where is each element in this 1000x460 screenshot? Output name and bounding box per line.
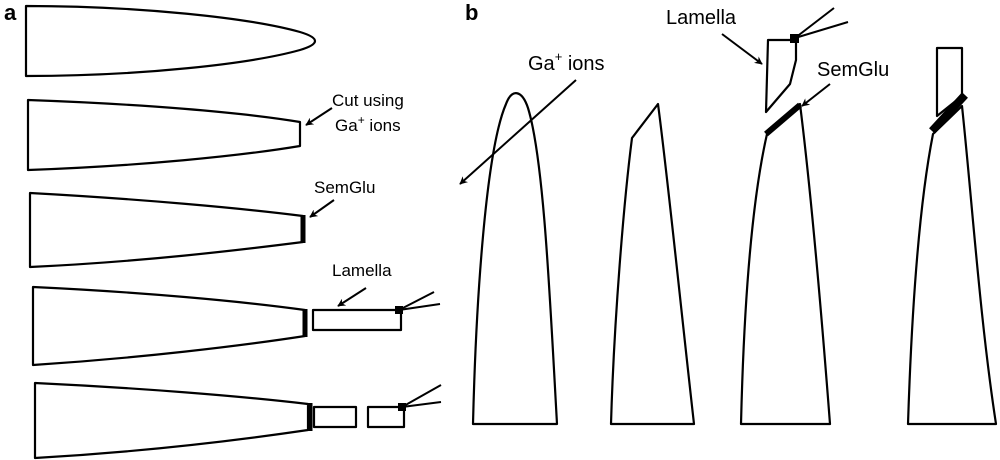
panel-b-tip3-lamella <box>764 38 798 114</box>
panel-b-ga-ion-beam-arrow <box>459 79 577 185</box>
panel-a-cut-arrow <box>305 107 333 126</box>
panel-b-semglu-arrow <box>801 83 831 107</box>
panel-a-step4-needle <box>31 285 307 367</box>
panel-b-tip3-glued <box>739 102 832 426</box>
panel-b-tip3-semglu-deposit <box>764 102 802 137</box>
panel-b-lamella-label: Lamella <box>666 7 737 29</box>
panel-b-letter: b <box>465 0 478 25</box>
panel-a-semglu-arrow <box>309 199 335 218</box>
panel-a-cut-label-line2: Ga+ ions <box>335 113 401 135</box>
panel-b-tip1-intact <box>471 92 559 426</box>
panel-b-lamella-arrow <box>721 33 763 65</box>
panel-a: a Cut using Ga+ ions SemGlu Lamella <box>4 0 442 460</box>
panel-b-ga-label: Ga+ ions <box>528 49 605 75</box>
panel-a-step1-needle <box>24 4 317 78</box>
panel-a-step4-manipulator-lower <box>398 303 441 311</box>
panel-a-letter: a <box>4 0 17 25</box>
panel-a-lamella-label: Lamella <box>332 261 392 280</box>
panel-b: b Ga+ ions Lamella SemGlu <box>459 0 998 426</box>
panel-b-tip4-with-lamella <box>906 104 998 426</box>
panel-a-step2-cut-needle <box>26 98 302 172</box>
panel-a-step5-needle <box>33 381 310 460</box>
panel-b-tip2-cut <box>609 102 696 426</box>
panel-a-step4-lamella <box>311 308 403 332</box>
panel-a-cut-label-line1: Cut using <box>332 91 404 110</box>
panel-a-lamella-arrow <box>337 287 367 307</box>
panel-a-semglu-label: SemGlu <box>314 178 375 197</box>
panel-a-step5-lamella-lifted <box>366 405 406 429</box>
panel-b-tip3-manipulator-lower <box>794 21 849 39</box>
panel-b-tip4-lamella <box>935 46 964 118</box>
panel-a-step4-manipulator-upper <box>398 291 435 311</box>
panel-b-tip3-weld-point <box>790 34 799 43</box>
panel-b-tip4-semglu-deposit <box>929 92 968 134</box>
panel-b-semglu-label: SemGlu <box>817 59 889 81</box>
panel-a-step5-manipulator-lower <box>401 401 442 408</box>
panel-a-step3-needle <box>28 191 305 269</box>
panel-b-tip3-manipulator-upper <box>794 7 835 39</box>
panel-a-step5-lamella-remnant <box>312 405 358 429</box>
panel-a-step5-manipulator-upper <box>401 384 442 408</box>
